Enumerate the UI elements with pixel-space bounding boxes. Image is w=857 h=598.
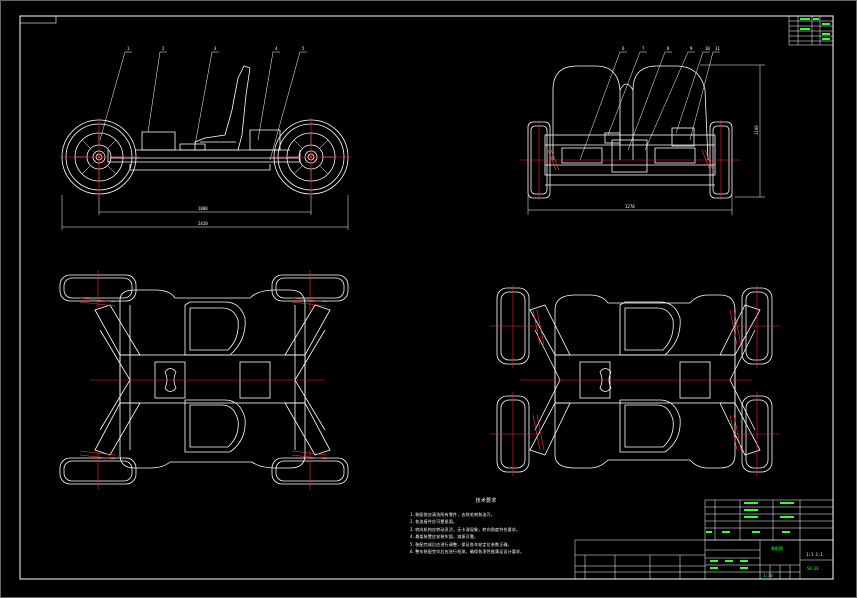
technical-note-3: 3.转向机构应转动灵活，无卡滞现象，转向角度符合要求。: [410, 526, 521, 532]
front-view-hatch: [547, 149, 714, 171]
front-callout-8: 8: [667, 46, 670, 51]
plan-right-seat-bottom: [619, 399, 681, 453]
technical-note-6: 6.整车装配完毕后应进行检测，确保各项性能满足设计要求。: [410, 549, 525, 554]
plan-right-centerlines: [490, 285, 780, 476]
drawing-number: SX-01: [807, 566, 820, 571]
technical-note-2: 2.各连接件应可靠紧固。: [410, 519, 458, 524]
plan-left-seat-top: [184, 301, 246, 356]
title-block-marks: [706, 502, 794, 569]
front-callout-11: 11: [715, 46, 720, 51]
side-callout-5: 5: [302, 46, 305, 51]
plan-left-hatch: [79, 297, 328, 460]
technical-notes: 技术要求 1.装配前应清洗所有零件，去除毛刺和油污。 2.各连接件应可靠紧固。 …: [410, 498, 550, 556]
drawing-no-stamp: [19, 15, 57, 24]
front-callout-6: 6: [622, 46, 625, 51]
technical-note-4: 4.悬架装置应安装牢固，减振可靠。: [410, 534, 479, 539]
technical-note-5: 5.装配完成后应进行调整，保证各车轮定位参数正确。: [410, 541, 512, 547]
technical-notes-title: 技术要求: [475, 498, 497, 504]
side-view-hatch: [92, 150, 318, 164]
plan-right-hatch: [532, 309, 742, 451]
side-callout-2: 2: [162, 46, 165, 51]
front-callout-labels: 6 7 8 9 10 11: [622, 46, 720, 51]
side-callout-3: 3: [214, 46, 217, 51]
title-text: 装配图: [771, 545, 783, 551]
front-callout-7: 7: [642, 46, 645, 51]
front-dim-height: 1100: [754, 125, 759, 135]
side-callout-4: 4: [275, 46, 278, 51]
scale-text: 1:10: [763, 573, 773, 578]
side-dim-inner: 1800: [198, 206, 208, 211]
plan-left-centerlines: [90, 270, 325, 490]
front-view: [527, 51, 765, 215]
side-dim-outer: 2420: [198, 221, 208, 226]
plan-left-seat-bottom: [184, 399, 246, 453]
side-view: [61, 51, 349, 230]
plan-right-seat-top: [619, 301, 681, 356]
front-callout-9: 9: [690, 46, 693, 51]
side-callout-labels: 1 2 3 4 5: [127, 46, 305, 51]
drawing-frame: [19, 15, 834, 580]
front-view-centerlines: [520, 120, 740, 200]
title-block: [574, 539, 834, 580]
technical-note-1: 1.装配前应清洗所有零件，去除毛刺和油污。: [410, 511, 496, 517]
side-view-centerlines: [60, 118, 352, 196]
side-callout-1: 1: [127, 46, 130, 51]
front-callout-10: 10: [705, 46, 710, 51]
parts-list: [704, 499, 834, 541]
sheet-text: 1:1 1:1: [806, 552, 823, 557]
revision-table: [788, 15, 834, 46]
front-dim-width: 1270: [625, 204, 635, 209]
